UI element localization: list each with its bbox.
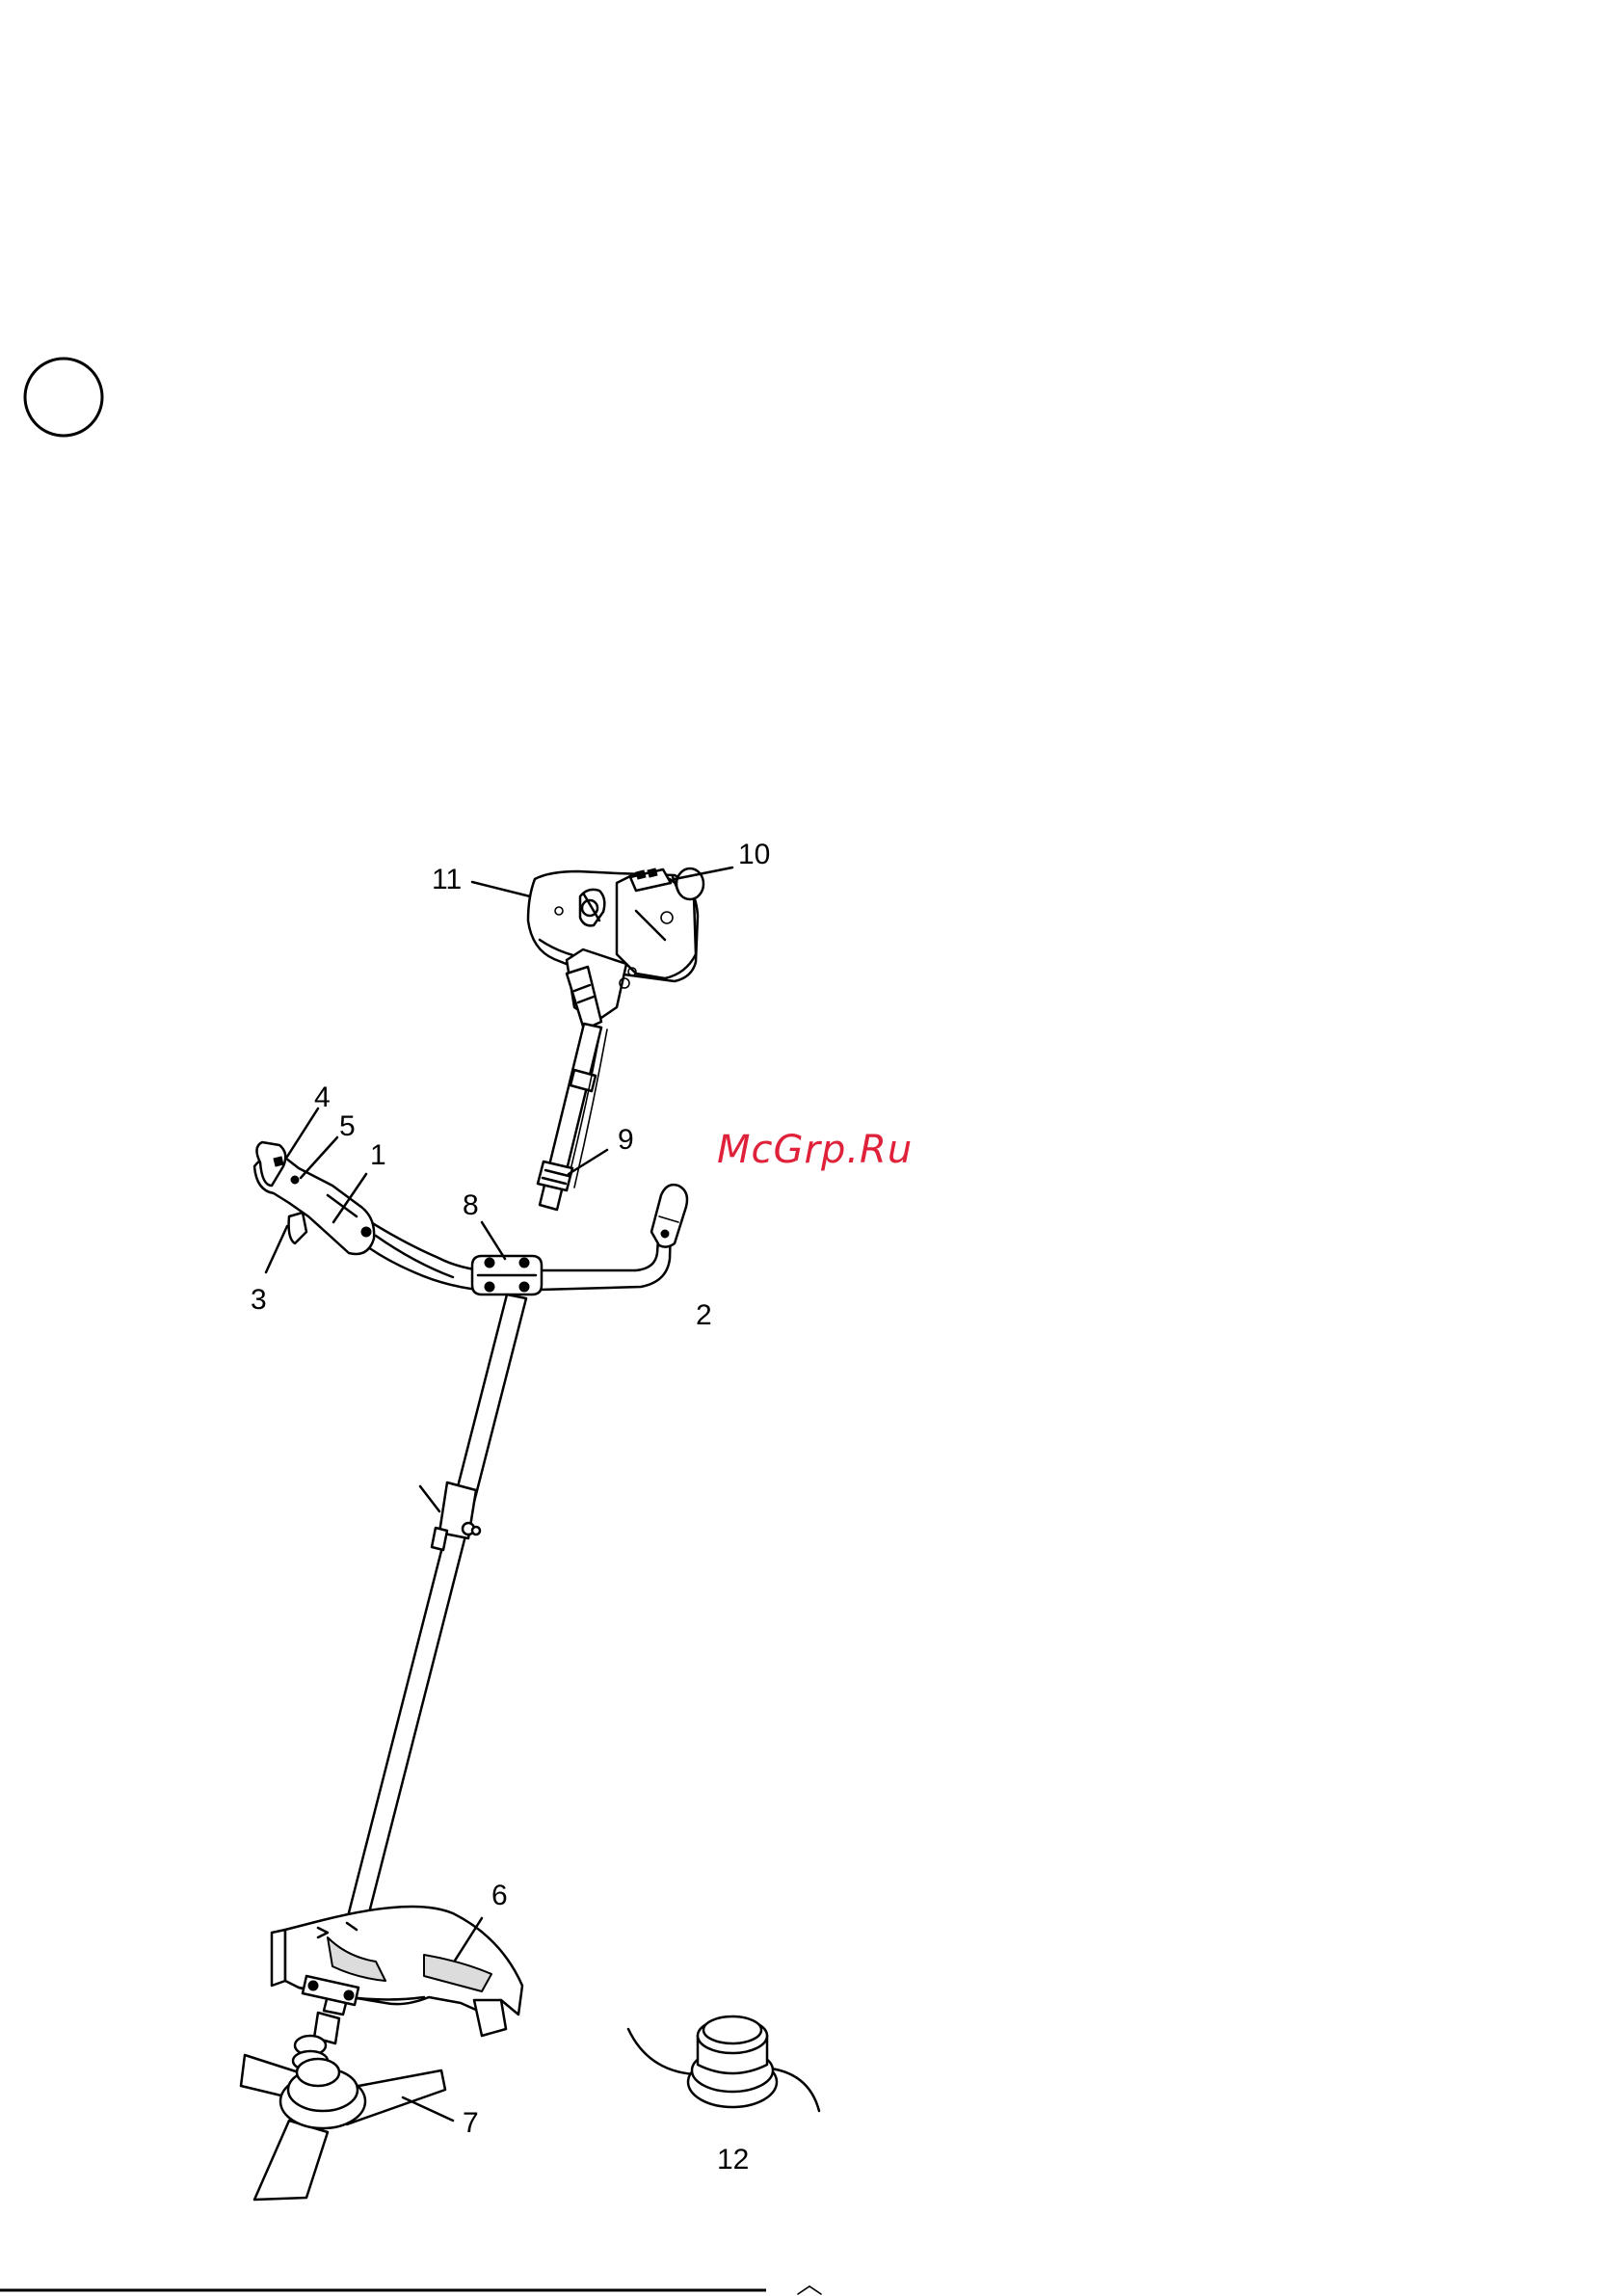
callout-7: 7 bbox=[463, 2107, 479, 2139]
callout-1: 1 bbox=[370, 1139, 386, 1171]
right-grip bbox=[651, 1185, 687, 1246]
callout-5: 5 bbox=[339, 1110, 356, 1142]
callout-10: 10 bbox=[738, 839, 770, 870]
callout-4: 4 bbox=[314, 1081, 331, 1113]
trimmer-head bbox=[628, 2016, 819, 2111]
left-grip-throttle bbox=[254, 1142, 374, 1254]
callout-3: 3 bbox=[251, 1284, 267, 1316]
handlebar-clamp bbox=[472, 1256, 542, 1295]
callout-2: 2 bbox=[696, 1299, 712, 1331]
callout-11: 11 bbox=[432, 864, 462, 895]
callout-12: 12 bbox=[717, 2144, 749, 2176]
section-marker-circle bbox=[25, 359, 102, 436]
watermark-text: McGrp.Ru bbox=[717, 1128, 913, 1172]
callout-6: 6 bbox=[491, 1880, 508, 1911]
callout-9: 9 bbox=[618, 1124, 634, 1156]
callout-8: 8 bbox=[463, 1189, 479, 1221]
bottom-rule-mark bbox=[798, 2286, 821, 2294]
three-tooth-blade bbox=[241, 2055, 445, 2200]
handlebar-right-arm bbox=[540, 1226, 671, 1290]
throttle-cable-clamp bbox=[538, 1161, 572, 1190]
grass-guard bbox=[272, 1907, 522, 2036]
